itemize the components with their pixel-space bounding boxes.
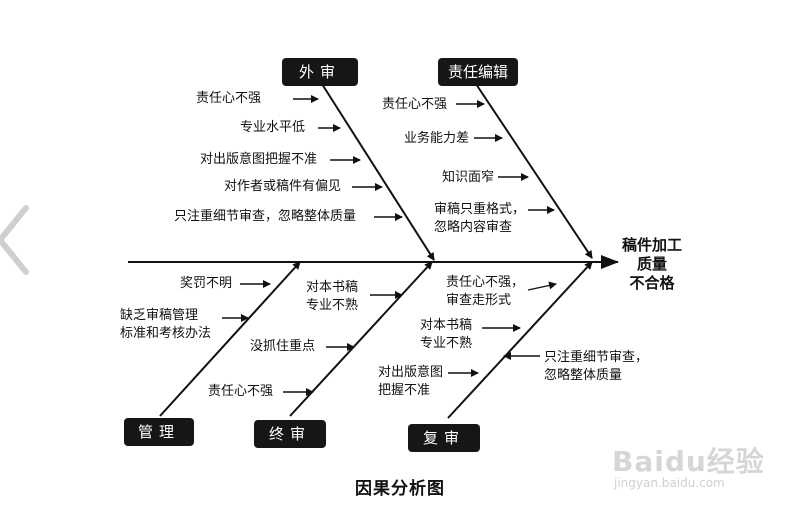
diagram-caption: 因果分析图 [355,479,445,499]
effect-line: 稿件加工 [621,236,682,254]
cause-label: 对出版意图 把握不准 [378,365,444,398]
cause-label: 业务能力差 [404,131,470,146]
category-box-guanli: 管理 [124,418,194,446]
cause-label: 知识面窄 [442,170,495,185]
baidu-watermark-url: jingyan.baidu.com [614,476,725,490]
cause-label: 对本书稿 专业不熟 [420,318,473,351]
cause-arrow [527,281,557,291]
cause-label: 专业水平低 [240,120,306,135]
cause-label: 对本书稿 专业不熟 [306,280,359,313]
bone-fushen [447,261,593,419]
cause-label: 对作者或稿件有偏见 [224,179,342,194]
bone-guanli [159,261,301,417]
chevron-left-icon[interactable] [0,200,32,280]
bone-waishen [321,83,435,261]
cause-label: 责任心不强 [208,384,274,399]
category-box-fushen: 复审 [408,424,480,452]
effect-label: 稿件加工 质量 不合格 [612,236,692,293]
cause-label: 责任心不强 [382,97,448,112]
cause-label: 责任心不强， 审查走形式 [446,275,525,308]
bone-zeren [475,83,593,259]
cause-label: 没抓住重点 [250,339,316,354]
cause-label: 缺乏审稿管理 标准和考核办法 [120,308,212,341]
cause-label: 审稿只重格式， 忽略内容审查 [434,202,526,235]
cause-label: 只注重细节审查， 忽略整体质量 [544,350,649,383]
category-box-waishen: 外审 [282,58,358,86]
cause-label: 对出版意图把握不准 [200,152,318,167]
effect-line: 不合格 [629,274,675,292]
cause-label: 奖罚不明 [180,276,233,291]
baidu-watermark-logo: Baidu经验 [612,445,765,478]
category-box-zhongshen: 终审 [254,420,326,448]
effect-line: 质量 [636,255,667,273]
category-box-zeren: 责任编辑 [438,58,518,86]
cause-label: 只注重细节审查，忽略整体质量 [174,209,357,224]
cause-label: 责任心不强 [196,91,262,106]
